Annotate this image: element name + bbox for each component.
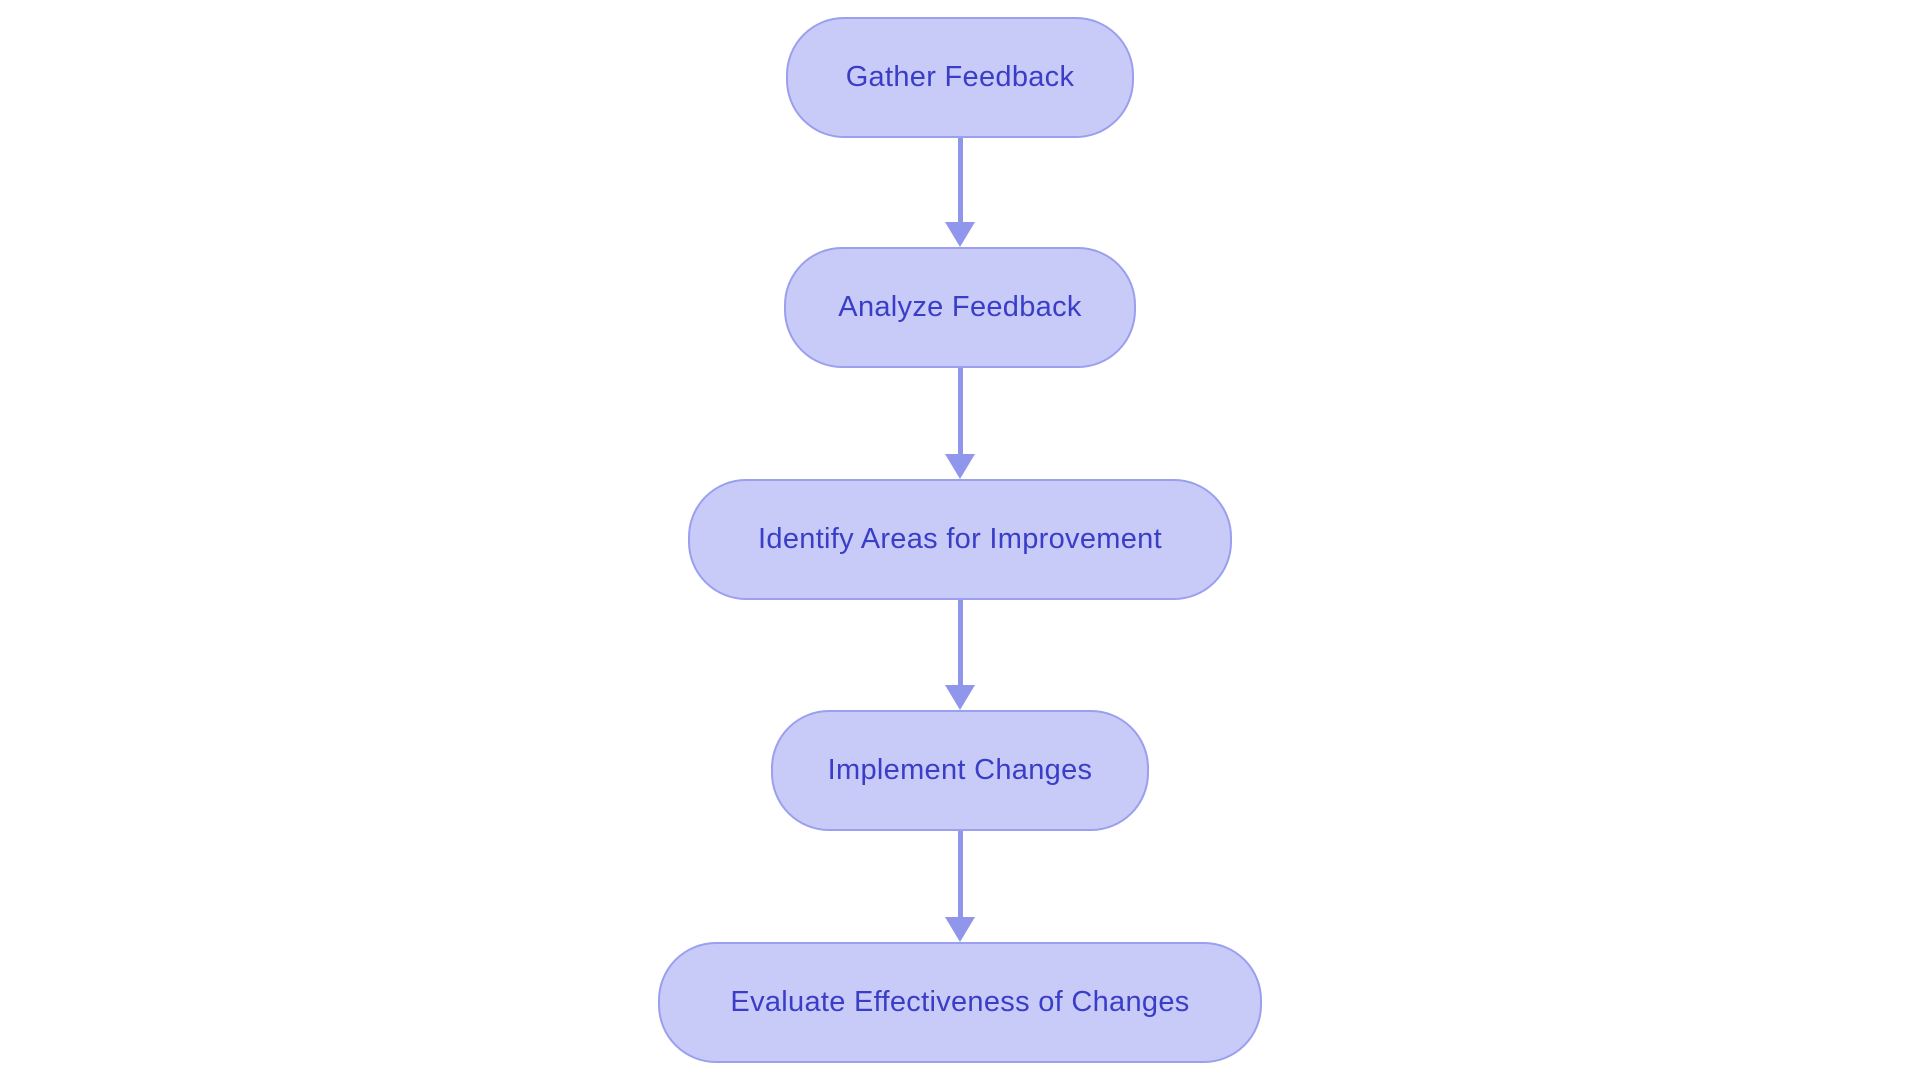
arrow-gather-to-analyze	[945, 138, 975, 247]
arrow-analyze-to-identify	[945, 368, 975, 479]
arrow-line	[957, 138, 963, 222]
flow-node-label: Analyze Feedback	[838, 291, 1082, 323]
arrowhead-down-icon	[945, 454, 975, 479]
flow-node-label: Identify Areas for Improvement	[758, 523, 1162, 555]
arrowhead-down-icon	[945, 917, 975, 942]
arrow-line	[957, 600, 963, 685]
arrowhead-down-icon	[945, 685, 975, 710]
flow-node-gather-feedback: Gather Feedback	[786, 17, 1134, 138]
flow-node-implement-changes: Implement Changes	[771, 710, 1149, 831]
flow-node-identify-areas: Identify Areas for Improvement	[688, 479, 1232, 600]
flow-node-label: Evaluate Effectiveness of Changes	[730, 986, 1190, 1018]
flow-node-analyze-feedback: Analyze Feedback	[784, 247, 1136, 368]
flow-node-label: Implement Changes	[827, 754, 1093, 786]
flow-node-evaluate-effectiveness: Evaluate Effectiveness of Changes	[658, 942, 1262, 1063]
arrow-line	[957, 831, 963, 917]
flow-node-label: Gather Feedback	[845, 61, 1075, 93]
arrow-line	[957, 368, 963, 454]
arrowhead-down-icon	[945, 222, 975, 247]
arrow-identify-to-implement	[945, 600, 975, 710]
arrow-implement-to-evaluate	[945, 831, 975, 942]
